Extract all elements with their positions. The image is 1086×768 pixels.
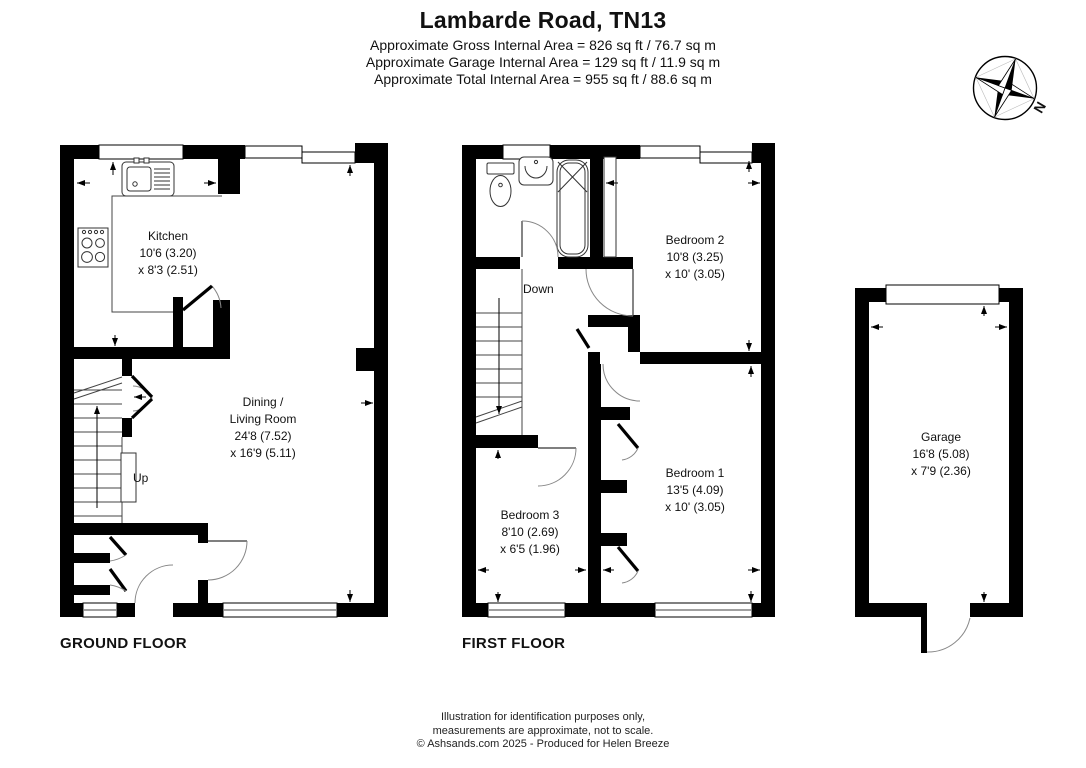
footer-line-3: © Ashsands.com 2025 - Produced for Helen… [416,738,670,750]
first-floor-title: FIRST FLOOR [462,635,565,652]
footer-line-2: measurements are approximate, not to sca… [432,724,654,737]
bedroom1-door-arc [602,363,641,402]
stairs-up [73,376,137,523]
hall-door-leaf-1 [130,374,154,399]
plan-header: Lambarde Road, TN13 Approximate Gross In… [0,7,1086,88]
kitchen-dims-1: 10'6 (3.20) [140,246,197,260]
bedroom1-cupboard-leaf-1 [616,422,640,450]
first-windows [487,144,753,618]
ground-windows [82,144,356,618]
cupboard-door-leaf-1 [108,535,128,557]
landing-cupboard-leaf [575,328,591,349]
top-bay-window-step [301,151,356,164]
kitchen-fixtures [77,157,222,313]
kitchen-stove-icon [77,227,109,268]
bedroom2-wardrobe [603,156,617,258]
bedroom3-dims-1: 8'10 (2.69) [502,525,559,539]
gross-area-line: Approximate Gross Internal Area = 826 sq… [370,37,716,53]
bedroom1-dims-1: 13'5 (4.09) [667,483,724,497]
toilet-icon [486,162,515,207]
kitchen-dims-2: x 8'3 (2.51) [138,263,198,277]
garage-dims-1: 16'8 (5.08) [913,447,970,461]
garage-plan: Garage 16'8 (5.08) x 7'9 (2.36) [855,284,1023,653]
ground-floor-plan: Kitchen 10'6 (3.20) x 8'3 (2.51) Dining … [60,143,388,652]
garage-windows [885,284,1000,305]
kitchen-window [98,144,184,160]
garage-label: Garage [921,430,961,444]
ground-doors [108,284,248,604]
bedroom3-dims-2: x 6'5 (1.96) [500,542,560,556]
bedroom2-window [639,145,701,159]
garage-walls [855,288,1023,653]
bedroom2-label: Bedroom 2 [666,233,725,247]
kitchen-sink-icon [121,157,175,197]
garage-area-line: Approximate Garage Internal Area = 129 s… [365,54,721,70]
hall-door-leaf-2 [130,397,154,420]
basin-icon [518,156,554,186]
total-area-line: Approximate Total Internal Area = 955 sq… [374,71,712,87]
stairs-down [475,269,523,435]
footer-line-1: Illustration for identification purposes… [440,711,645,723]
first-measure-arrows [478,161,760,602]
bedroom1-cupboard-leaf-2 [616,545,640,573]
page-title: Lambarde Road, TN13 [419,7,667,33]
kitchen-door-leaf [181,284,214,312]
first-doors [521,220,641,584]
garage-measure-arrows [871,306,1007,602]
living-label-1: Dining / [243,395,284,409]
bedroom2-dims-2: x 10' (3.05) [665,267,725,281]
living-dims-2: x 16'9 (5.11) [230,446,295,460]
ground-measure-arrows [77,162,373,602]
bedroom2-window-step [699,151,753,164]
bedroom3-label: Bedroom 3 [501,508,560,522]
bathtub-shower-icon [556,159,589,258]
plan-footer: Illustration for identification purposes… [0,711,1086,752]
cupboard-door-leaf-2 [108,568,128,592]
garage-dims-2: x 7'9 (2.36) [911,464,971,478]
kitchen-label: Kitchen [148,229,188,243]
garage-window [885,284,1000,305]
ground-walls [60,143,388,617]
stair-handrail [120,452,137,503]
living-label-2: Living Room [230,412,297,426]
living-dims-1: 24'8 (7.52) [235,429,292,443]
stairs-up-label: Up [133,471,149,485]
stairs-down-label: Down [523,282,554,296]
top-bay-window [244,145,303,159]
bathroom-fixtures [486,156,589,258]
first-walls [462,143,775,617]
ground-floor-title: GROUND FLOOR [60,635,187,652]
bedroom1-dims-2: x 10' (3.05) [665,500,725,514]
first-floor-plan: Bedroom 2 10'8 (3.25) x 10' (3.05) Bedro… [462,143,775,652]
front-door-arc [134,564,174,604]
compass-rose-icon: N [972,55,1049,121]
garage-door-arc [926,617,971,653]
bedroom2-dims-1: 10'8 (3.25) [667,250,724,264]
bedroom1-label: Bedroom 1 [666,466,725,480]
